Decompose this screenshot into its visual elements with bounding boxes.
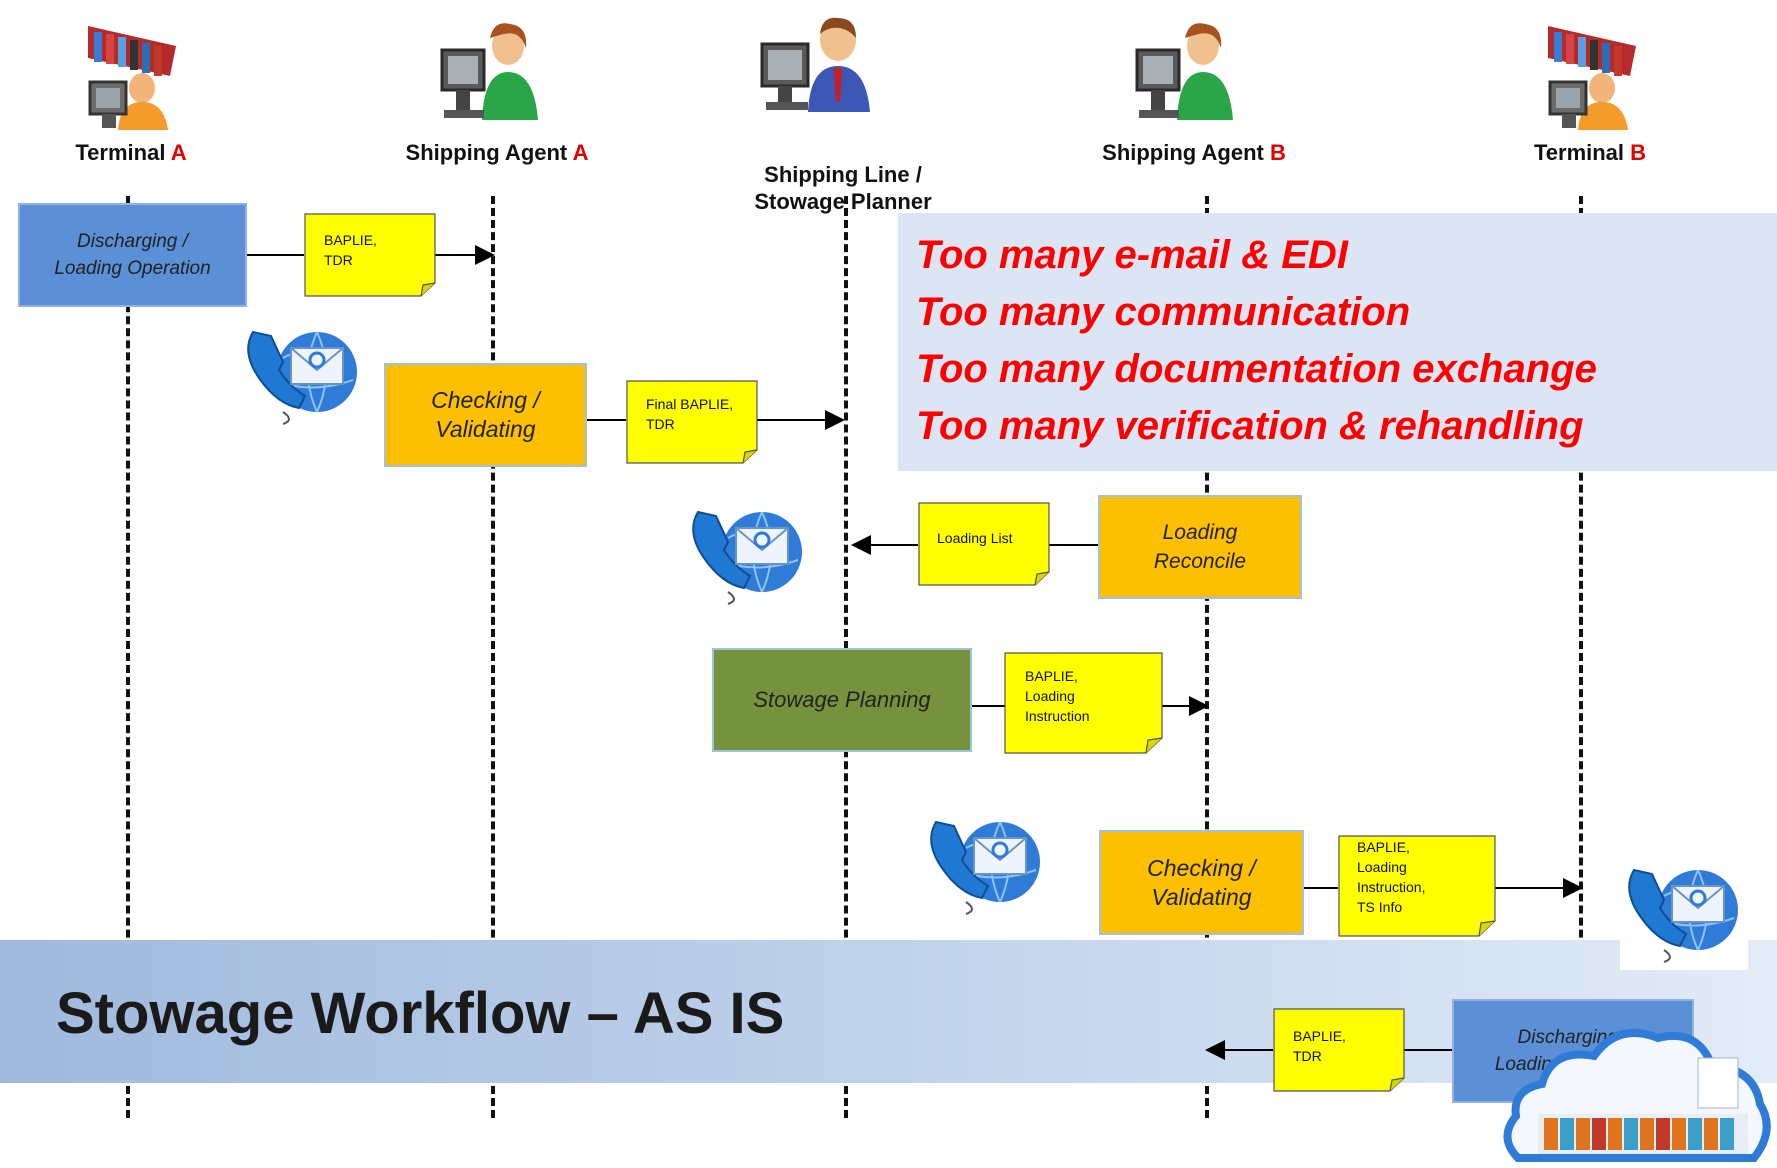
phone-email-icon [1628, 868, 1738, 963]
document-note [918, 502, 1050, 586]
issue-line: Too many e-mail & EDI [916, 233, 1348, 277]
flow-arrow [246, 245, 1583, 1060]
issue-line: Too many documentation exchange [916, 347, 1597, 391]
actor-label-terminal-a: Terminal A [75, 140, 187, 165]
phone-email-icon [930, 820, 1040, 915]
phone-email-icon [692, 510, 802, 605]
checking-validating-box-b: Checking / Validating [1099, 830, 1304, 935]
document-note [304, 213, 436, 297]
actor-label-shipping-agent-a: Shipping Agent A [405, 140, 589, 165]
loading-reconcile-box: Loading Reconcile [1098, 495, 1302, 599]
actor-label-shipping-agent-b: Shipping Agent B [1102, 140, 1286, 165]
checking-validating-box-a: Checking / Validating [384, 363, 587, 467]
document-note [1273, 1008, 1405, 1092]
lifeline-terminal-a [126, 196, 130, 1118]
actor-label-shipping-line: Shipping Line / Stowage Planner [754, 162, 932, 214]
note-text: Loading List [937, 530, 1013, 546]
cloud-vessel-icon [1503, 1028, 1771, 1162]
phone-email-icon [247, 330, 357, 425]
note-text: BAPLIE, TDR [1293, 1028, 1346, 1064]
lifeline-shipping-agent-b [1205, 196, 1209, 1118]
agent-person-icon [1135, 23, 1233, 120]
planner-person-icon [760, 17, 870, 112]
actor-label-terminal-b: Terminal B [1533, 140, 1647, 165]
document-note [1338, 835, 1496, 937]
note-text: BAPLIE, TDR [324, 232, 377, 268]
note-text: Final BAPLIE, TDR [646, 396, 734, 432]
lifeline-shipping-agent-a [491, 196, 495, 1118]
document-note [1004, 652, 1163, 754]
terminal-worker-icon [1548, 26, 1636, 130]
agent-person-icon [440, 23, 538, 120]
discharging-loading-box-a: Discharging / Loading Operation [18, 203, 247, 307]
issues-banner [898, 213, 1777, 471]
issue-line: Too many verification & rehandling [916, 404, 1584, 448]
note-text: BAPLIE, Loading Instruction, TS Info [1357, 839, 1426, 915]
note-text: BAPLIE, Loading Instruction [1025, 668, 1090, 724]
stowage-planning-box: Stowage Planning [712, 648, 972, 752]
document-note [626, 380, 758, 464]
lifeline-terminal-b [1579, 196, 1583, 1118]
terminal-worker-icon [88, 26, 176, 130]
issue-line: Too many communication [916, 290, 1411, 334]
diagram-title: Stowage Workflow – AS IS [56, 981, 785, 1046]
